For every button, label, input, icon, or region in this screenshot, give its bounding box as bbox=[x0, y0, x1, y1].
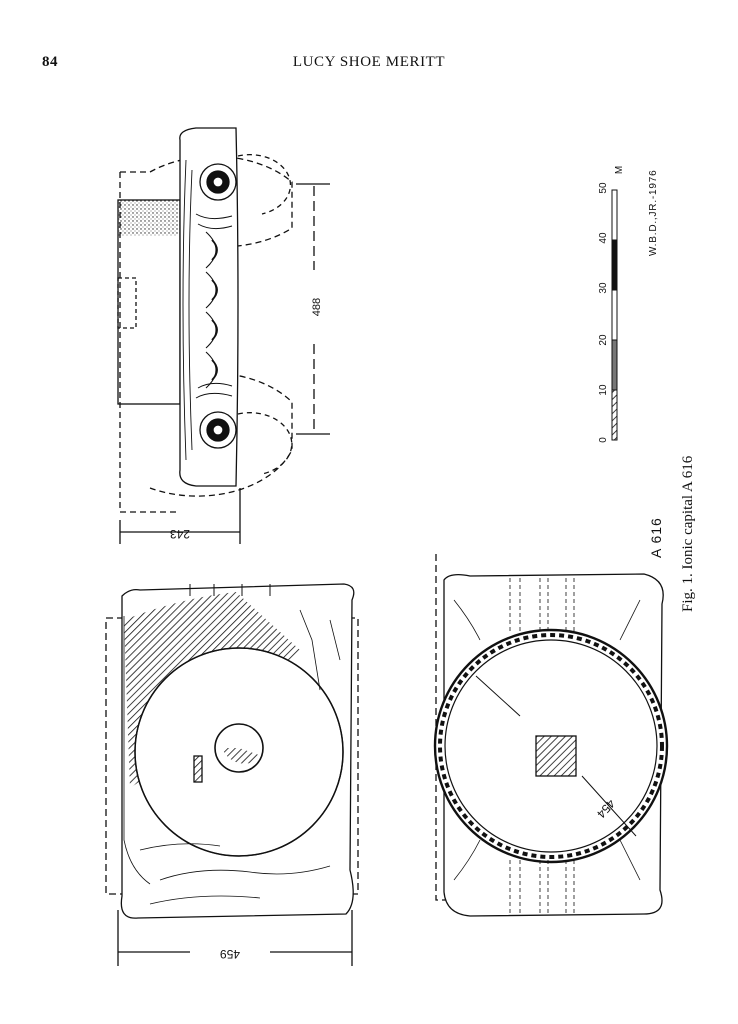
figure-caption: Fig. 1. Ionic capital A 616 bbox=[680, 456, 697, 612]
scale-tick-50: 50 bbox=[598, 182, 609, 194]
scale-tick-40: 40 bbox=[598, 232, 609, 244]
scale-unit: M bbox=[614, 166, 625, 174]
scale-tick-30: 30 bbox=[598, 282, 609, 294]
scale-tick-10: 10 bbox=[598, 384, 609, 396]
bottom-plan bbox=[433, 554, 669, 917]
running-head: LUCY SHOE MERITT bbox=[292, 54, 446, 70]
side-elevation bbox=[117, 127, 330, 544]
scale-tick-20: 20 bbox=[598, 334, 609, 346]
page-number: 84 bbox=[42, 54, 58, 70]
object-id: A 616 bbox=[648, 517, 664, 558]
dimension-abacus-width: 459 bbox=[220, 947, 240, 961]
scale-bar bbox=[611, 189, 618, 441]
scale-tick-0: 0 bbox=[598, 437, 609, 443]
figure-caption-text: Ionic capital A 616 bbox=[680, 455, 696, 570]
dimension-height: 243 bbox=[170, 527, 190, 541]
top-plan bbox=[105, 583, 359, 966]
draftsman-credit: W.B.D.,JR.-1976 bbox=[648, 169, 659, 256]
figure-caption-prefix: Fig. 1. bbox=[680, 573, 696, 612]
dimension-volute-spacing: 488 bbox=[311, 298, 323, 316]
